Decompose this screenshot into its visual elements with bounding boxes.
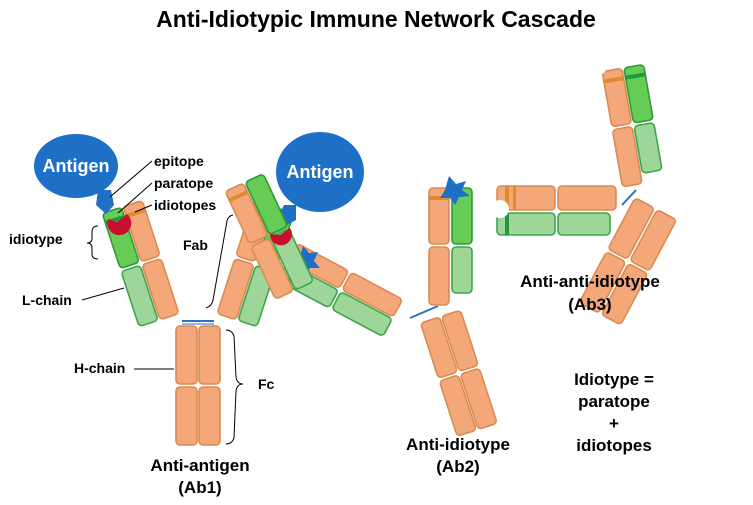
ab3-caption-line1: Anti-anti-idiotype [520, 272, 660, 291]
label-idiotopes: idiotopes [154, 197, 216, 213]
idiotype-definition: Idiotype = paratope + idiotopes [574, 370, 654, 455]
definition-line4: idiotopes [576, 436, 652, 455]
label-paratope: paratope [154, 175, 213, 191]
ab3-caption-line2: (Ab3) [568, 295, 611, 314]
ab2-idiotope-star [292, 246, 320, 276]
label-epitope: epitope [154, 153, 204, 169]
antibody-ab3 [491, 57, 676, 325]
antigen-1-blob [34, 134, 118, 198]
ab2-caption-line1: Anti-idiotype [406, 435, 510, 454]
definition-line2: paratope [578, 392, 650, 411]
ab1-caption-line2: (Ab1) [178, 478, 221, 497]
ab1-heavy-chain-fc-right-2 [198, 386, 221, 446]
label-idiotype: idiotype [9, 231, 63, 247]
ab1-annotations: epitope paratope idiotopes idiotype L-ch… [9, 153, 275, 445]
antigen-1: Antigen [34, 134, 118, 214]
diagram-title: Anti-Idiotypic Immune Network Cascade [156, 6, 596, 32]
ab1-left-heavy-1 [142, 258, 179, 320]
ab1-heavy-chain-fc-right [198, 325, 221, 385]
ab1-right-heavy-1 [217, 258, 254, 320]
ab1-left-heavy-band [125, 208, 146, 219]
ab1-heavy-chain-fc-left-2 [175, 386, 198, 446]
antibody-ab1 [102, 200, 294, 446]
label-fab: Fab [183, 237, 208, 253]
antigen-2: Antigen [225, 132, 364, 299]
antibody-ab2 [278, 176, 497, 437]
ab1-left-light-1 [121, 265, 158, 327]
definition-line3: + [609, 414, 619, 433]
antigen-2-label: Antigen [287, 162, 354, 182]
ab1-heavy-chain-fc-left [175, 325, 198, 385]
label-l-chain: L-chain [22, 292, 72, 308]
antigen-1-label: Antigen [43, 156, 110, 176]
ab2-upper-star [440, 176, 470, 205]
label-h-chain: H-chain [74, 360, 125, 376]
label-fc: Fc [258, 376, 275, 392]
ab2-caption-line2: (Ab2) [436, 457, 479, 476]
antigen-1-epitope [96, 190, 114, 214]
ab1-caption-line1: Anti-antigen [150, 456, 249, 475]
ab1-paratope-marker [107, 214, 132, 236]
ab1-left-heavy-2 [123, 200, 160, 262]
ab2-paratope-marker [269, 228, 292, 246]
antigen-2-blob [276, 132, 364, 212]
definition-line1: Idiotype = [574, 370, 654, 389]
